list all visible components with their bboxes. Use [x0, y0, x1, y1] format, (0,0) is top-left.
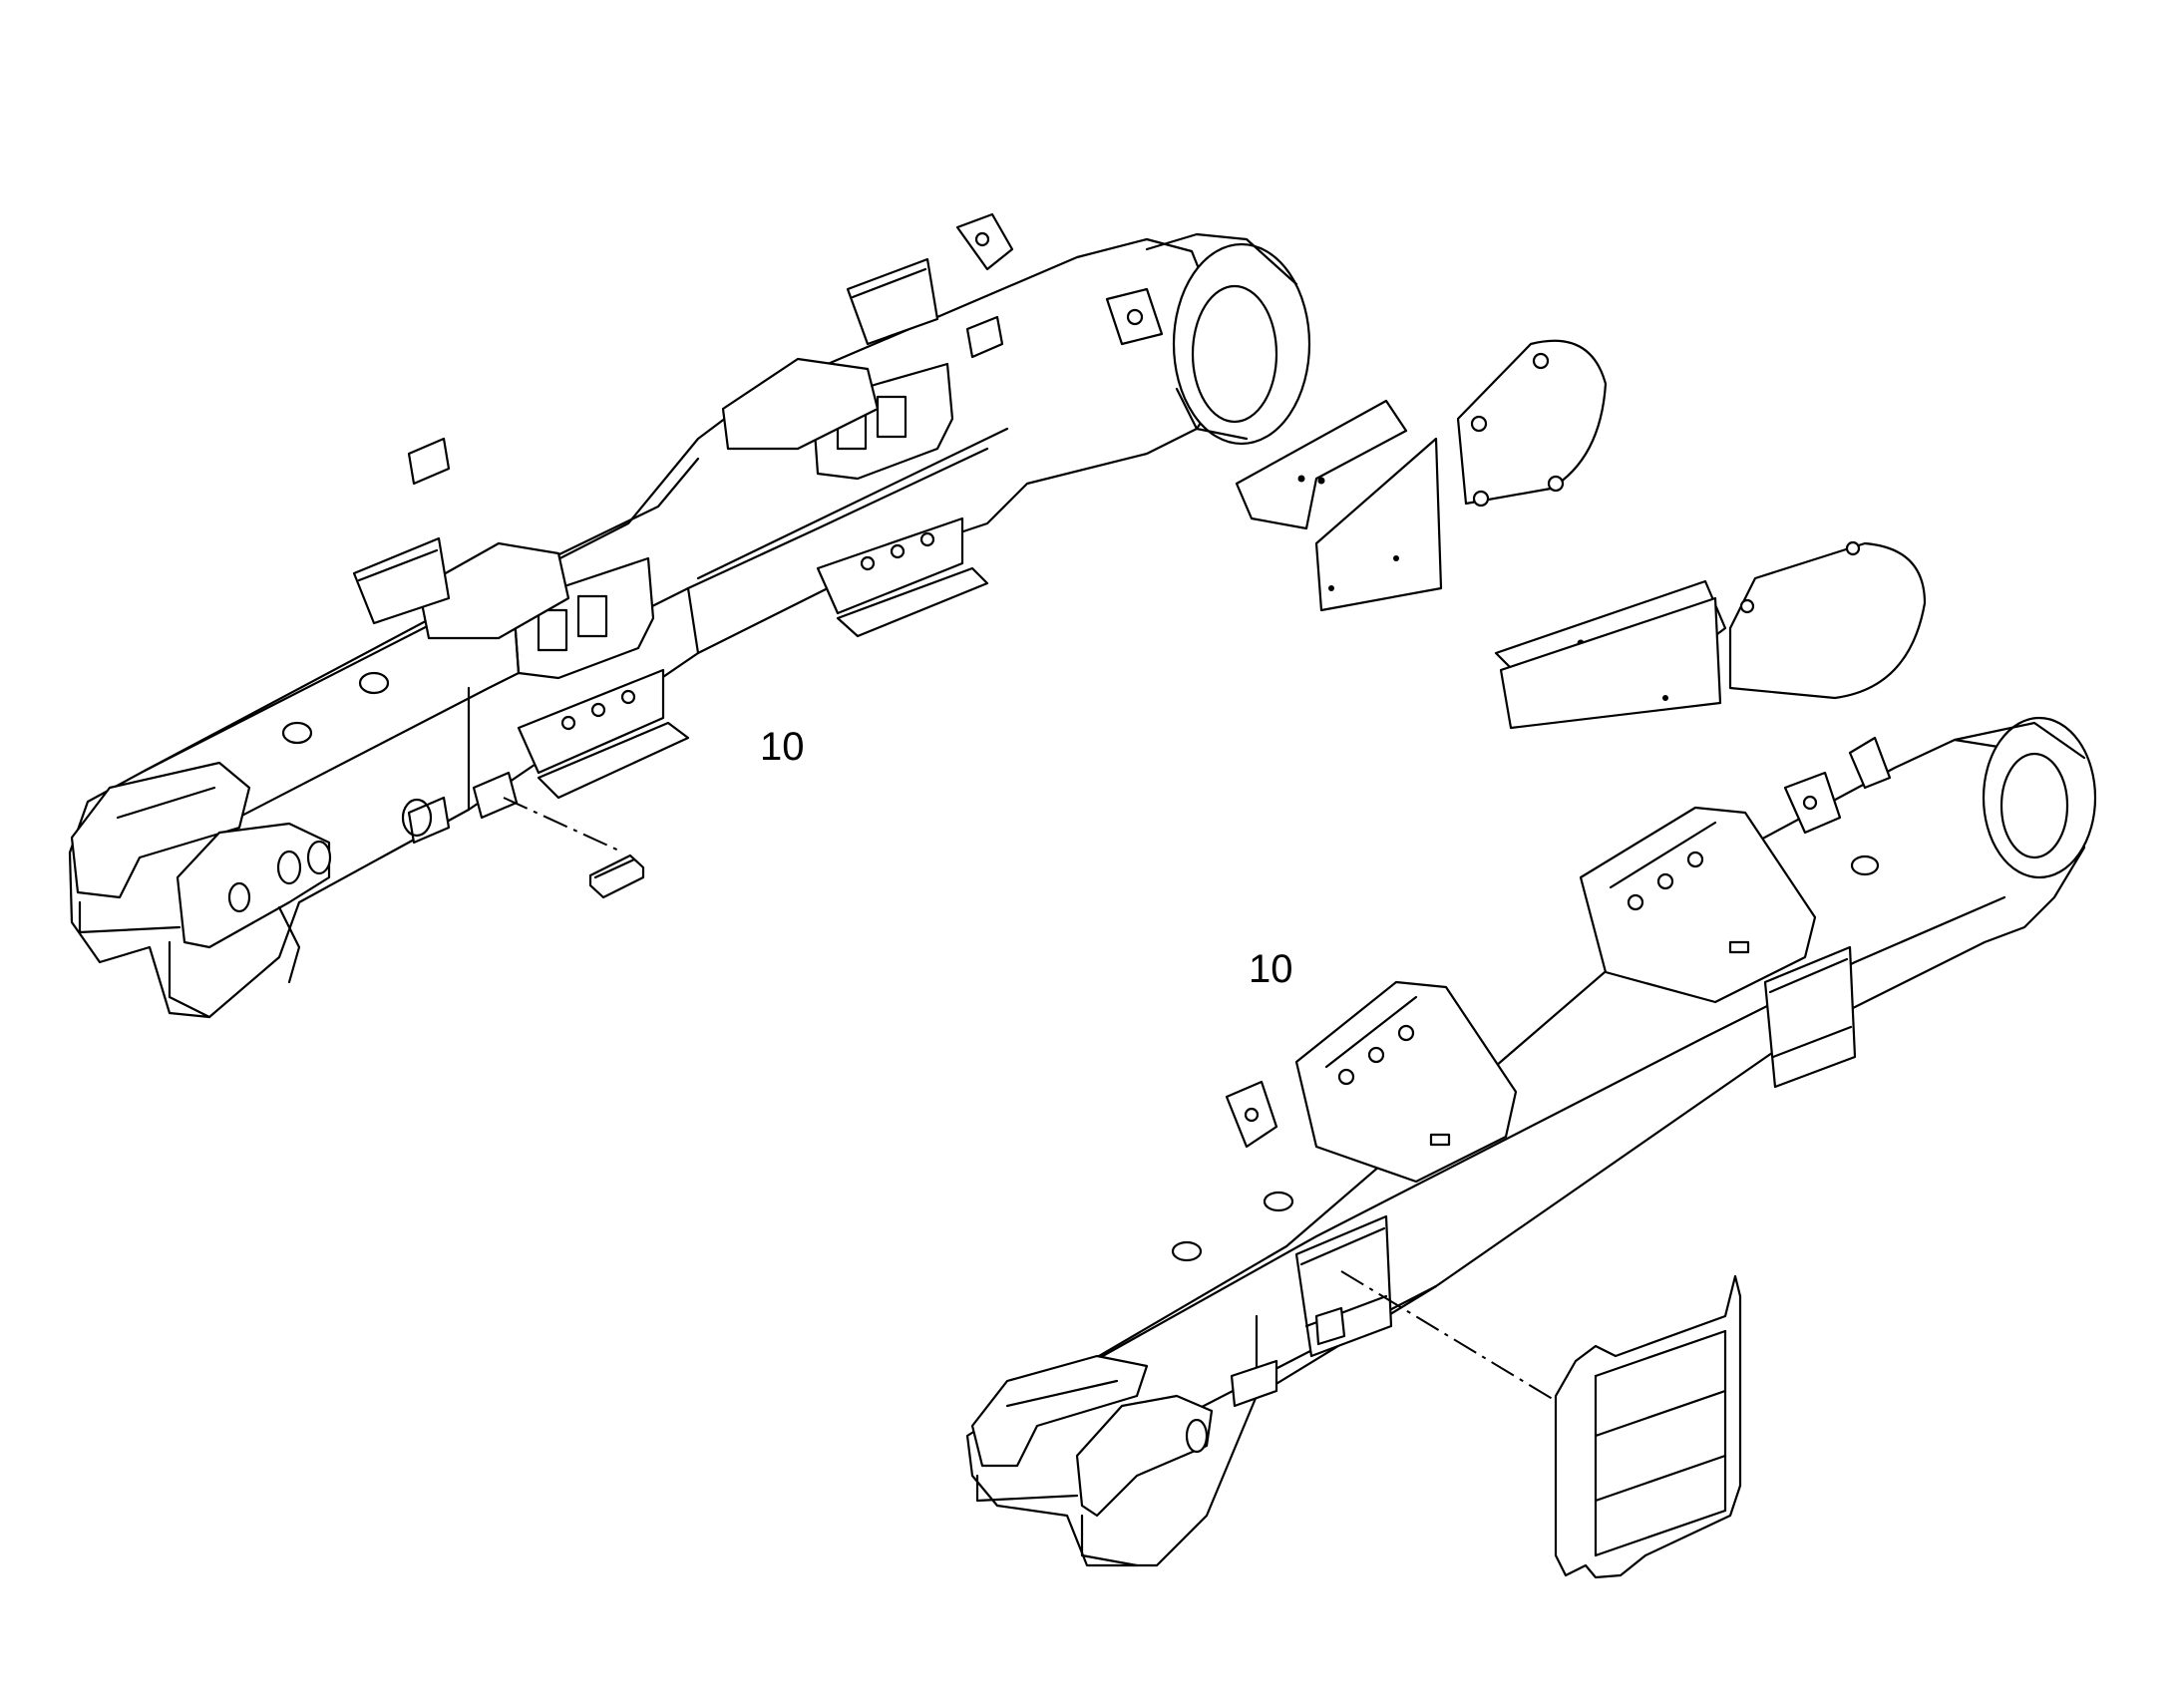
roller-housing-front	[1294, 980, 1518, 1184]
carrier-bracket-front	[512, 556, 655, 680]
step-ladder-part	[1340, 1270, 1742, 1579]
pin-part	[503, 797, 645, 899]
round-cover-small	[1456, 339, 1608, 508]
round-cover-large	[1728, 540, 1927, 700]
lower-track-frame	[965, 716, 2097, 1567]
callout-lower-frame: 10	[1249, 947, 1293, 991]
cover-plate-small-side	[1314, 437, 1443, 612]
callout-upper-frame: 10	[760, 725, 805, 769]
roller-housing-rear	[1579, 806, 1817, 1004]
cover-plate-small-front	[1235, 399, 1408, 530]
cover-plate-large-side	[1499, 596, 1722, 730]
upper-track-frame	[68, 212, 1311, 1019]
